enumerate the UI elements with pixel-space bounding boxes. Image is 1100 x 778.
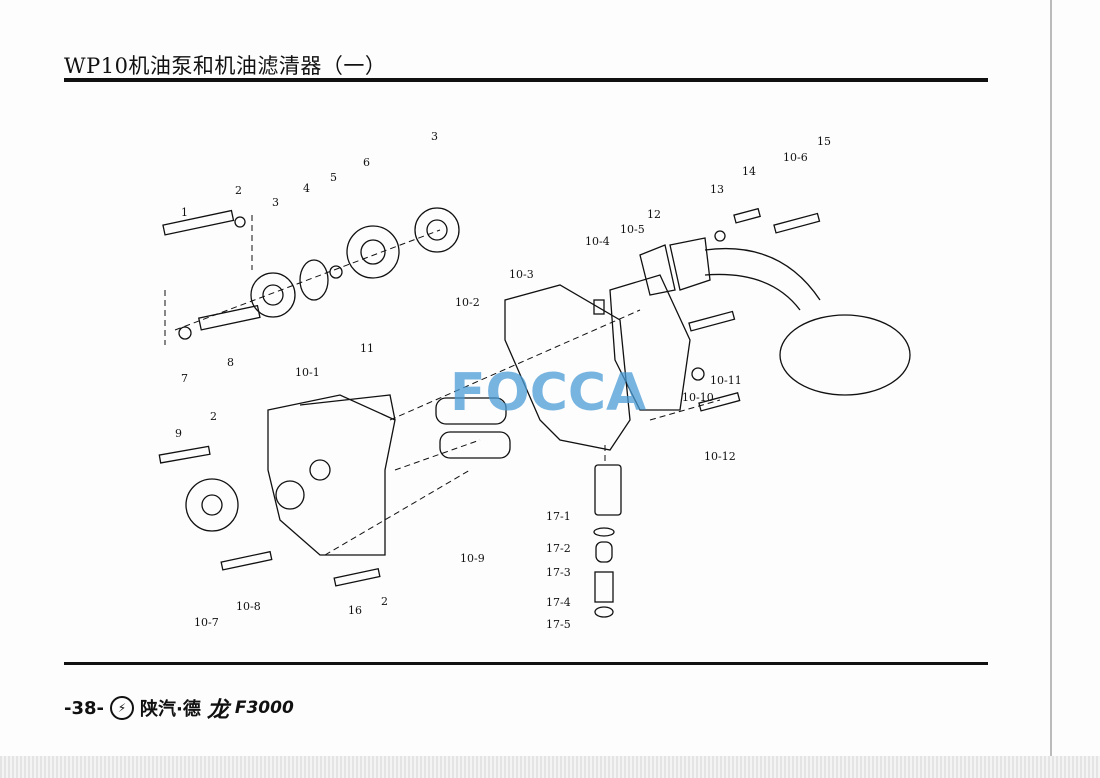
- callout-label: 11: [360, 342, 374, 355]
- brand-calligraphy: 龙: [206, 697, 229, 723]
- callout-label: 10-3: [509, 268, 534, 281]
- callout-label: 2: [210, 410, 217, 423]
- callout-label: 15: [817, 135, 831, 148]
- callout-label: 17-4: [546, 596, 571, 609]
- callout-label: 10-7: [194, 616, 219, 629]
- callout-label: 17-5: [546, 618, 571, 631]
- callout-label: 10-12: [704, 450, 736, 463]
- callout-label: 17-3: [546, 566, 571, 579]
- callout-label: 17-1: [546, 510, 571, 523]
- callout-label: 16: [348, 604, 362, 617]
- page-title: WP10机油泵和机油滤清器（一）: [64, 54, 387, 78]
- callout-label: 9: [175, 427, 182, 440]
- model-name: F3000: [234, 698, 294, 718]
- footer-rule: [64, 662, 988, 665]
- callout-label: 10-10: [682, 391, 714, 404]
- callout-label: 10-5: [620, 223, 645, 236]
- watermark: FOCCA: [450, 363, 646, 423]
- callout-label: 8: [227, 356, 234, 369]
- callout-labels: 1 2 3 4 5 6 3 7 8 9 2 11 10-1 10-2 10-3 …: [175, 130, 831, 631]
- scan-edge: [0, 756, 1100, 778]
- callout-label: 1: [181, 206, 188, 219]
- callout-label: 4: [303, 182, 310, 195]
- page-footer: -38- ⚡ 陕汽·德 龙 F3000: [64, 692, 294, 724]
- callout-label: 2: [235, 184, 242, 197]
- page-edge: [1050, 0, 1052, 778]
- callout-label: 10-2: [455, 296, 480, 309]
- callout-label: 6: [363, 156, 370, 169]
- brand-name: 陕汽·德: [140, 699, 201, 720]
- parts-drawing: [158, 207, 911, 618]
- callout-label: 5: [330, 171, 337, 184]
- callout-label: 10-9: [460, 552, 485, 565]
- shacman-logo-icon: ⚡: [110, 696, 134, 720]
- callout-label: 3: [272, 196, 279, 209]
- page-number: -38-: [64, 697, 104, 719]
- callout-label: 12: [647, 208, 661, 221]
- callout-label: 10-6: [783, 151, 808, 164]
- header-rule: [64, 78, 988, 82]
- callout-label: 10-11: [710, 374, 742, 387]
- callout-label: 10-1: [295, 366, 320, 379]
- callout-label: 3: [431, 130, 438, 143]
- callout-label: 17-2: [546, 542, 571, 555]
- callout-label: 13: [710, 183, 724, 196]
- callout-label: 14: [742, 165, 756, 178]
- callout-label: 10-4: [585, 235, 610, 248]
- callout-label: 2: [381, 595, 388, 608]
- callout-label: 10-8: [236, 600, 261, 613]
- callout-label: 7: [181, 372, 188, 385]
